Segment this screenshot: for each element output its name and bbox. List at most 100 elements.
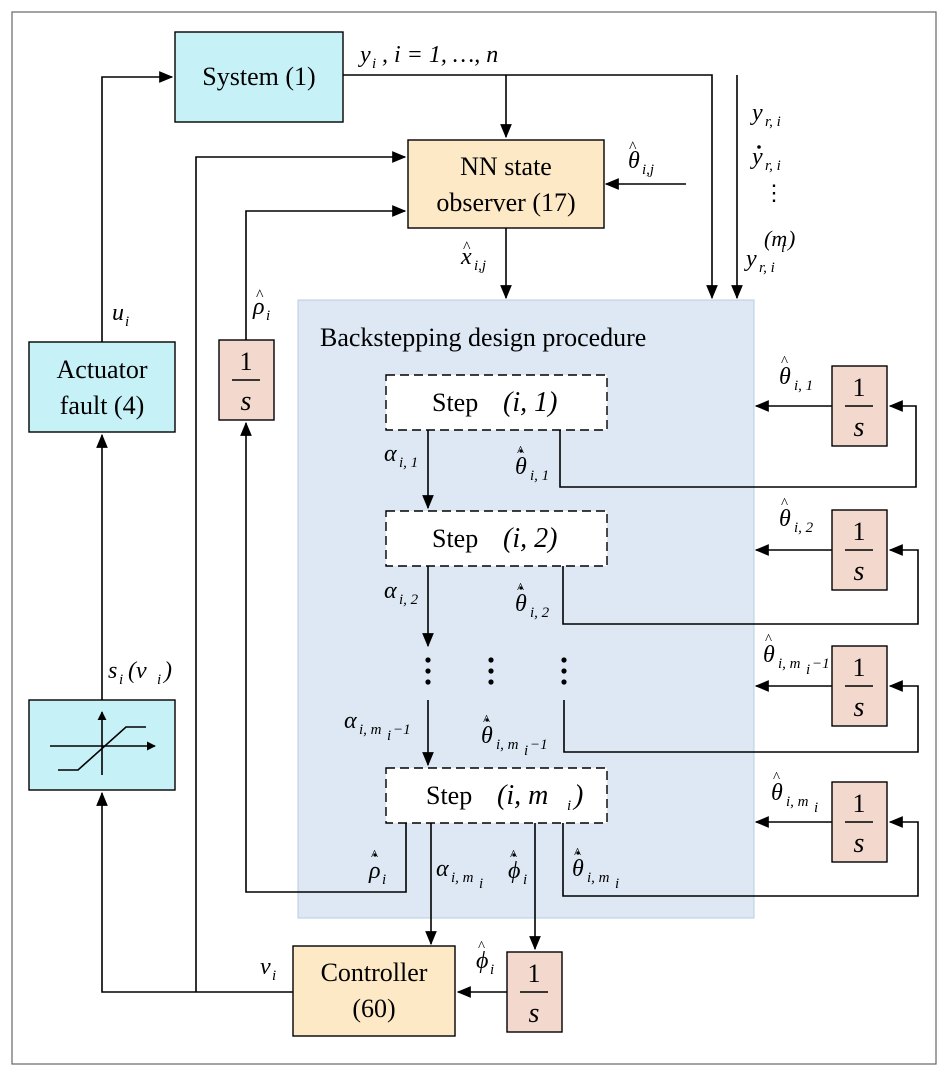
svg-text:): ): [572, 780, 583, 811]
svg-text:i: i: [479, 876, 483, 892]
svg-text:i: i: [781, 240, 785, 256]
svg-text:s: s: [854, 692, 865, 723]
wire-thetadot-1-loop: [559, 400, 917, 488]
label-alpha-m-1: α i, m i −1: [344, 708, 411, 744]
svg-text:θ: θ: [771, 780, 783, 806]
svg-text:): ): [162, 658, 172, 684]
step-2-block: Step (i, 2): [385, 510, 608, 567]
svg-text:θ: θ: [779, 364, 791, 390]
svg-text:i, m: i, m: [778, 656, 801, 672]
svg-text:θ: θ: [628, 148, 640, 174]
svg-text:r, i: r, i: [765, 114, 781, 130]
label-phi-hat: ϕ ^ i: [476, 939, 494, 978]
svg-text:i: i: [806, 662, 810, 678]
svg-text:i: i: [125, 314, 129, 330]
svg-text:i,j: i,j: [474, 258, 486, 274]
svg-text:^: ^: [463, 239, 471, 256]
svg-text:θ: θ: [515, 454, 527, 480]
wire-thetadot-2-loop: [562, 544, 919, 625]
integrator-theta-1: 1 s: [831, 365, 888, 447]
backstepping-title: Backstepping design procedure: [320, 323, 646, 352]
svg-text:y: y: [750, 100, 763, 126]
controller-block: [292, 945, 456, 1037]
svg-text:i: i: [372, 56, 376, 72]
label-rho-hat: ρ ^ i: [252, 287, 270, 324]
svg-text:−1: −1: [812, 656, 830, 672]
step-m-block: Step (i, m i ): [385, 767, 608, 824]
label-x-hat-ij: x ^ i,j: [460, 239, 486, 274]
label-thetadot-1: θ ^ i, 1: [515, 444, 549, 484]
svg-text:Step: Step: [432, 388, 478, 417]
svg-text:y: y: [358, 42, 371, 68]
svg-text:ρ: ρ: [252, 294, 265, 320]
svg-text:i, 2: i, 2: [794, 520, 814, 536]
label-theta-hat-1: θ ^ i, 1: [779, 354, 813, 394]
svg-text:θ: θ: [481, 723, 493, 749]
label-alpha-m: α i, m i: [436, 856, 483, 892]
label-phidot: ϕ ^ i: [508, 848, 527, 888]
actuator-line2: fault (4): [60, 391, 144, 420]
svg-text:x: x: [460, 244, 472, 270]
svg-text:y: y: [750, 144, 763, 170]
wire-u-to-system: [101, 71, 174, 342]
svg-text:⋮: ⋮: [763, 180, 785, 205]
label-theta-hat-m-1: θ ^ i, m i −1: [763, 632, 830, 678]
svg-text:i: i: [119, 672, 123, 688]
svg-text:Step: Step: [432, 524, 478, 553]
svg-text:i: i: [490, 962, 494, 978]
svg-text:i: i: [615, 876, 619, 892]
svg-text:y: y: [744, 246, 757, 272]
svg-text:^: ^: [781, 354, 788, 370]
svg-text:1: 1: [528, 959, 541, 988]
svg-text:s: s: [854, 412, 865, 443]
svg-text:u: u: [112, 300, 124, 326]
svg-text:s: s: [529, 998, 540, 1029]
wire-rho-to-observer: [245, 205, 407, 340]
label-rhodot: ρ ^ i: [368, 848, 386, 888]
label-u: u i: [112, 300, 129, 330]
svg-text:α: α: [384, 578, 397, 604]
svg-text:i: i: [523, 872, 527, 888]
svg-text:θ: θ: [572, 856, 584, 882]
nn-observer-line1: NN state: [460, 152, 552, 181]
svg-text:1: 1: [853, 373, 866, 402]
wire-thetadot-m-loop: [562, 816, 919, 897]
label-v: v i: [260, 954, 276, 984]
svg-text:ϕ: ϕ: [476, 948, 488, 974]
label-saturation-func: s i (v i ): [108, 658, 172, 688]
svg-text:i: i: [567, 798, 571, 814]
svg-text:i: i: [266, 308, 270, 324]
vdots-alpha: [425, 657, 431, 685]
svg-text:^: ^: [781, 496, 788, 512]
svg-text:i, m: i, m: [359, 722, 382, 738]
label-theta-hat-ij: θ ^ i,j: [628, 139, 654, 178]
svg-text:i, m: i, m: [786, 794, 809, 810]
svg-text:(v: (v: [128, 658, 147, 684]
actuator-line1: Actuator: [57, 355, 148, 384]
svg-text:−1: −1: [530, 737, 548, 753]
label-thetadot-2: θ ^ i, 2: [515, 581, 550, 621]
system-label: System (1): [202, 62, 315, 91]
svg-text:^: ^: [478, 939, 485, 955]
svg-text:^: ^: [773, 770, 780, 786]
svg-text:^: ^: [256, 287, 264, 304]
svg-text:^: ^: [765, 632, 772, 648]
step-1-block: Step (i, 1): [385, 374, 608, 431]
svg-text:θ: θ: [515, 591, 527, 617]
wire-y-to-backstep: [343, 74, 718, 300]
svg-text:s: s: [108, 658, 117, 684]
wire-rhodot-to-integrator: [240, 421, 407, 893]
label-alpha-1: α i, 1: [384, 441, 418, 471]
nn-observer-line2: observer (17): [436, 188, 575, 217]
svg-text:s: s: [854, 556, 865, 587]
svg-text:i: i: [814, 800, 818, 816]
svg-text:i: i: [272, 968, 276, 984]
svg-text:(m: (m: [764, 226, 787, 251]
svg-text:i, 1: i, 1: [399, 455, 418, 471]
label-y-output: y i , i = 1, …, n: [358, 42, 498, 72]
svg-text:i, m: i, m: [496, 737, 519, 753]
svg-text:i,j: i,j: [642, 162, 654, 178]
actuator-fault-block: [28, 341, 176, 433]
svg-text:, i = 1, …, n: , i = 1, …, n: [382, 42, 498, 68]
